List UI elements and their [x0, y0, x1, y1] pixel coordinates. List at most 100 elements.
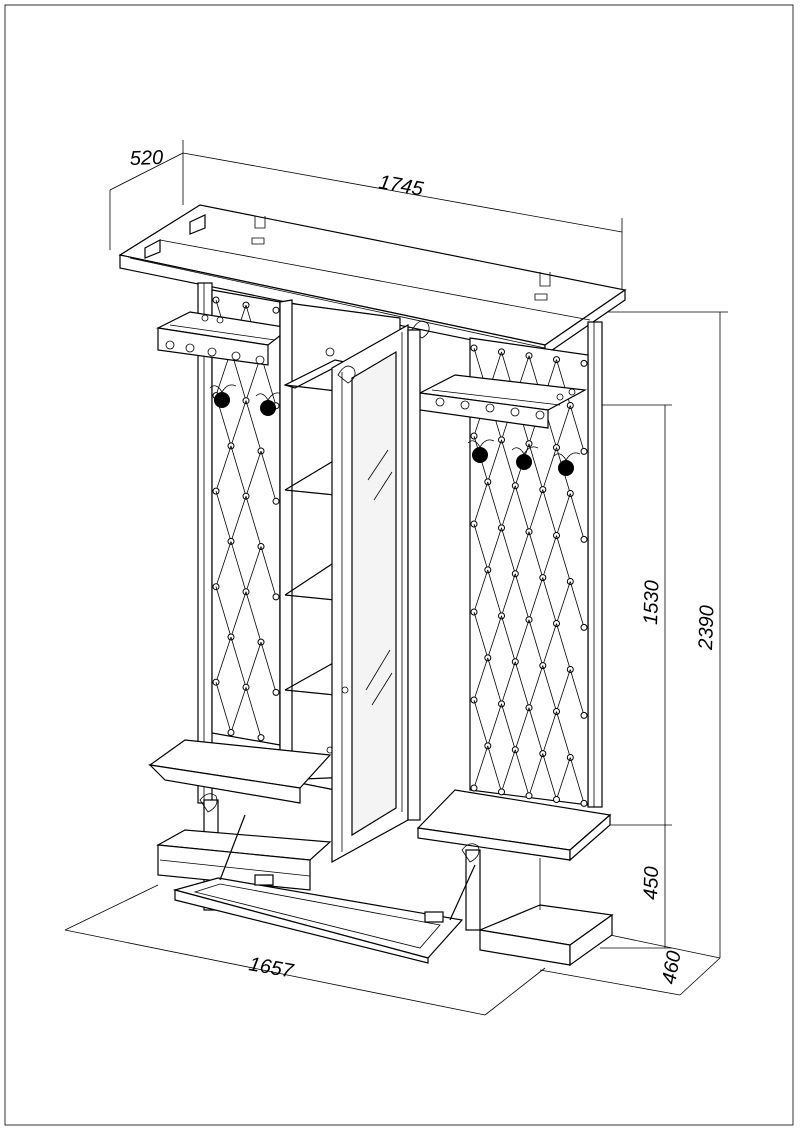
tuft-seam [487, 481, 502, 528]
dim-height-total: 2390 [695, 605, 719, 651]
tuft-seam [260, 641, 277, 693]
tuft-seam [501, 661, 516, 704]
tuft-seam [542, 489, 557, 536]
tuft-button [257, 734, 265, 742]
tuft-seam [501, 485, 516, 528]
dim-width-top: 1745 [377, 171, 426, 201]
tuft-seam [230, 445, 247, 497]
coat-hook-icon [511, 446, 539, 470]
right-hat-shelf [418, 374, 587, 429]
tuft-seam [487, 745, 502, 792]
tuft-seam [215, 541, 232, 587]
tuft-seam [569, 493, 585, 540]
tuft-button [212, 487, 220, 495]
tuft-seam [487, 657, 502, 704]
coat-hook-icons [209, 384, 581, 476]
tuft-seam [215, 682, 232, 733]
tuft-seam [473, 569, 489, 613]
tuft-seam [556, 581, 571, 624]
dim-depth-top: 520 [129, 147, 163, 170]
tuft-seam [501, 749, 516, 792]
tuft-button [580, 799, 588, 807]
tuft-seam [542, 447, 557, 490]
tuft-seam [528, 531, 544, 578]
tuft-button [272, 593, 280, 601]
page-border [4, 4, 794, 1126]
tuft-seam [245, 450, 262, 497]
tuft-seam [230, 496, 247, 542]
coat-hook-icon [553, 452, 581, 476]
left-seat [148, 739, 332, 891]
tuft-button [484, 654, 492, 662]
tuft-button [242, 683, 250, 691]
tuft-seam [514, 707, 530, 750]
tuft-button [580, 447, 588, 455]
tuft-seam [245, 546, 262, 592]
tuft-seam [487, 615, 502, 659]
mirror-door [331, 320, 430, 864]
tuft-seam [473, 611, 489, 659]
tuft-seam [230, 636, 247, 688]
tuft-button [272, 306, 280, 314]
tuft-seam [487, 439, 502, 483]
tuft-seam [556, 535, 571, 582]
tuft-seam [487, 703, 502, 747]
top-cornice [118, 204, 627, 357]
tuft-seam [473, 657, 489, 701]
tuft-seam [245, 496, 262, 547]
tuft-button [227, 729, 235, 736]
tuft-seam [487, 527, 502, 571]
dim-height-upper: 1530 [640, 580, 664, 625]
tuft-seam [260, 546, 277, 597]
tuft-button [484, 742, 492, 750]
tuft-seam [501, 439, 516, 486]
tuft-button [553, 532, 560, 539]
tuft-seam [514, 531, 530, 574]
tuft-seam [542, 711, 557, 754]
tuft-seam [514, 619, 530, 662]
dimension-lines [64, 140, 728, 1016]
tuft-seam [556, 757, 571, 800]
tuft-button [525, 792, 533, 800]
tuft-seam [487, 569, 502, 616]
tuft-seam [501, 527, 516, 574]
tuft-button [257, 543, 265, 550]
tuft-seam [473, 481, 489, 525]
tuft-button [580, 623, 588, 631]
tuft-button [539, 662, 547, 670]
tuft-button [272, 497, 280, 505]
tuft-seam [501, 573, 516, 616]
tuft-seam [542, 753, 557, 800]
tuft-seam [528, 489, 544, 532]
tuft-seam [569, 405, 585, 452]
coat-hook-icon [209, 384, 237, 408]
tuft-seam [245, 591, 262, 643]
tuft-seam [528, 577, 544, 620]
dim-width-bottom: 1657 [247, 953, 296, 983]
tuft-seam [215, 490, 232, 542]
coat-hook-icon [467, 439, 495, 463]
tuft-seam [230, 400, 247, 447]
tuft-button [580, 711, 588, 719]
tuft-seam [245, 687, 262, 738]
center-divider-post [407, 329, 421, 821]
tuft-seam [215, 636, 232, 683]
tuft-seam [514, 749, 530, 796]
tuft-button [272, 688, 280, 696]
tuft-seam [556, 493, 571, 536]
tuft-button [580, 359, 588, 367]
tuft-seam [556, 669, 571, 712]
right-seat [416, 789, 614, 967]
tuft-seam [230, 541, 247, 592]
tuft-seam [528, 619, 544, 666]
tuft-seam [542, 535, 557, 578]
tuft-button [539, 574, 547, 582]
tuft-button [470, 784, 478, 792]
tuft-seam [230, 687, 247, 733]
tuft-button [484, 566, 492, 574]
tuft-seam [514, 485, 530, 532]
shoe-drop-door [172, 793, 480, 964]
tuft-seam [501, 615, 516, 662]
tuft-seam [215, 586, 232, 638]
dim-depth-bottom: 460 [658, 949, 685, 986]
